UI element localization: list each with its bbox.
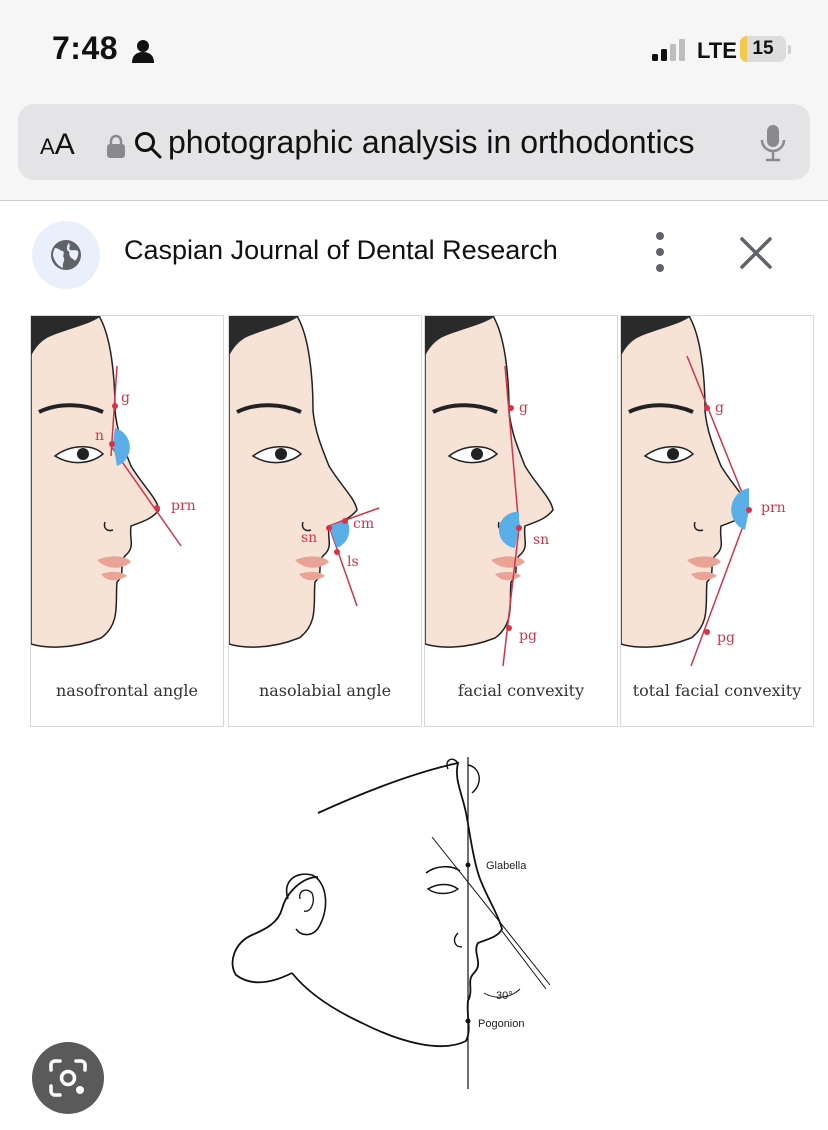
status-bar: 7:48 LTE 15 bbox=[0, 0, 828, 100]
battery-indicator: 15 bbox=[740, 36, 792, 64]
more-vertical-icon[interactable] bbox=[648, 231, 672, 273]
cellular-signal-icon bbox=[652, 39, 685, 61]
globe-icon bbox=[51, 240, 81, 270]
network-type: LTE bbox=[697, 38, 737, 63]
landmark-label: g bbox=[121, 390, 130, 406]
landmark-label: sn bbox=[301, 530, 317, 546]
person-icon bbox=[132, 40, 154, 63]
visual-search-button[interactable] bbox=[32, 1042, 104, 1114]
battery-percent: 15 bbox=[752, 38, 774, 59]
profile-panels: g n prn nasofrontal angle bbox=[30, 315, 814, 729]
close-icon[interactable] bbox=[738, 235, 774, 271]
landmark-label: g bbox=[519, 400, 528, 416]
angle-label: 30° bbox=[496, 990, 513, 1002]
landmark-label: n bbox=[95, 428, 104, 444]
landmark-label: sn bbox=[533, 532, 549, 548]
visual-search-icon bbox=[49, 1059, 87, 1097]
landmark-label: cm bbox=[353, 516, 374, 532]
image-viewer[interactable]: g n prn nasofrontal angle bbox=[0, 301, 828, 1130]
browser-toolbar: AA photographic analysis in orthodontics bbox=[0, 100, 828, 201]
battery-fill bbox=[740, 36, 747, 62]
landmark-label: prn bbox=[171, 498, 196, 514]
lock-icon bbox=[107, 134, 125, 158]
address-bar[interactable]: AA photographic analysis in orthodontics bbox=[18, 104, 810, 180]
status-time: 7:48 bbox=[52, 30, 119, 66]
search-query[interactable]: photographic analysis in orthodontics bbox=[168, 124, 695, 160]
site-favicon bbox=[32, 221, 100, 289]
panel-nasolabial-angle: cm sn ls nasolabial angle bbox=[228, 315, 422, 727]
landmark-label: prn bbox=[761, 500, 786, 516]
panel-caption: total facial convexity bbox=[632, 681, 802, 700]
panel-caption: nasofrontal angle bbox=[55, 681, 199, 700]
panel-caption: facial convexity bbox=[457, 681, 585, 700]
pogonion-label: Pogonion bbox=[478, 1018, 525, 1030]
profile-line-drawing: Glabella 30° Pogonion bbox=[231, 757, 551, 1089]
landmark-label: ls bbox=[347, 554, 359, 570]
landmark-label: pg bbox=[717, 630, 735, 646]
glabella-label: Glabella bbox=[486, 860, 527, 872]
source-title[interactable]: Caspian Journal of Dental Research bbox=[124, 235, 558, 265]
image-source-header: Caspian Journal of Dental Research bbox=[0, 201, 828, 301]
panel-facial-convexity: g sn pg facial convexity bbox=[424, 315, 618, 727]
mic-icon[interactable] bbox=[760, 124, 786, 162]
text-size-button[interactable]: AA bbox=[40, 128, 75, 161]
panel-caption: nasolabial angle bbox=[258, 681, 392, 700]
landmark-label: pg bbox=[519, 628, 537, 644]
landmark-label: g bbox=[715, 400, 724, 416]
panel-total-facial-convexity: g prn pg total facial convexity bbox=[620, 315, 814, 727]
search-icon bbox=[135, 132, 162, 159]
panel-nasofrontal-angle: g n prn nasofrontal angle bbox=[30, 315, 224, 727]
